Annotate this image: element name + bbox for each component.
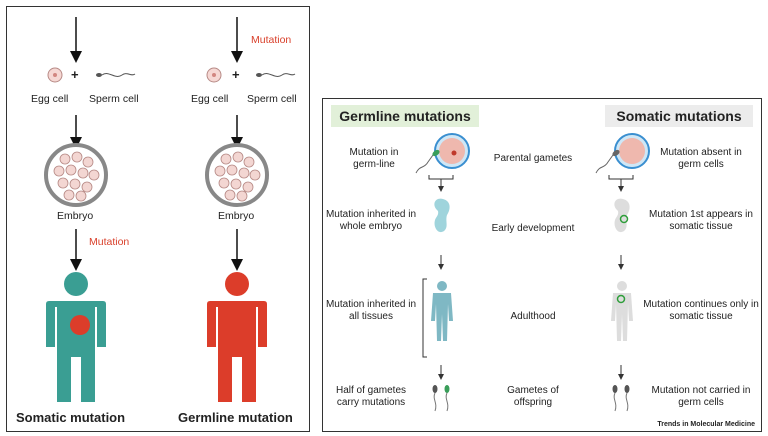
germline-row2-label: Mutation inherited in whole embryo bbox=[325, 209, 417, 232]
embryo-label-germline: Embryo bbox=[218, 210, 255, 222]
egg-cell-label-somatic: Egg cell bbox=[31, 93, 69, 105]
germline-parental-gametes-icon bbox=[415, 133, 470, 174]
sperm-cell-label-somatic: Sperm cell bbox=[89, 93, 139, 105]
egg-cell-label-germline: Egg cell bbox=[191, 93, 229, 105]
stage-row4-label: Gametes of offspring bbox=[507, 385, 559, 408]
somatic-mutation-title: Somatic mutation bbox=[16, 410, 126, 425]
germline-adult-body-icon bbox=[431, 281, 453, 341]
mutation-label-germline: Mutation bbox=[251, 34, 292, 46]
right-panel: Germline mutations Somatic mutations bbox=[322, 98, 762, 432]
embryo-icon-somatic bbox=[44, 143, 108, 207]
somatic-bracket-row1 bbox=[608, 175, 634, 189]
somatic-row1-label: Mutation absent in germ cells bbox=[660, 147, 742, 170]
germline-row1-label: Mutation in germ-line bbox=[349, 147, 399, 170]
germline-offspring-gametes-icon bbox=[432, 385, 450, 412]
germline-mutations-header: Germline mutations bbox=[331, 105, 479, 127]
left-panel: + Egg cell Sperm cell Embryo Mutation So… bbox=[6, 6, 310, 432]
embryo-icon-germline bbox=[205, 143, 269, 207]
somatic-embryo-mutation-spot bbox=[619, 214, 629, 224]
stage-row2-label: Early development bbox=[491, 223, 575, 234]
germline-adult-bracket bbox=[422, 278, 427, 358]
somatic-row2-label: Mutation 1st appears in somatic tissue bbox=[649, 209, 753, 232]
germline-row4-label: Half of gametes carry mutations bbox=[335, 385, 407, 408]
somatic-person-icon bbox=[46, 272, 106, 402]
stage-row1-label: Parental gametes bbox=[493, 153, 573, 164]
somatic-embryo-icon bbox=[614, 198, 630, 233]
somatic-adult-body-icon bbox=[611, 281, 633, 341]
germline-bracket-row1 bbox=[428, 175, 454, 189]
somatic-parental-gametes-icon bbox=[595, 133, 650, 174]
egg-cell-icon-somatic bbox=[47, 67, 63, 83]
sperm-cell-label-germline: Sperm cell bbox=[247, 93, 297, 105]
somatic-adult-mutation-spot bbox=[616, 294, 626, 304]
sperm-cell-icon-germline bbox=[256, 73, 296, 77]
mutation-label-somatic: Mutation bbox=[89, 236, 130, 248]
somatic-row4-label: Mutation not carried in germ cells bbox=[651, 385, 751, 408]
egg-cell-icon-germline bbox=[206, 67, 222, 83]
plus-sign-germline: + bbox=[232, 67, 240, 82]
embryo-label-somatic: Embryo bbox=[57, 210, 94, 222]
left-diagram-graphics bbox=[44, 17, 296, 402]
somatic-mutation-spot bbox=[70, 315, 90, 335]
germline-row3-label: Mutation inherited in all tissues bbox=[325, 299, 417, 322]
germline-person-icon bbox=[207, 272, 267, 402]
stage-row3-label: Adulthood bbox=[510, 311, 556, 322]
plus-sign-somatic: + bbox=[71, 67, 79, 82]
germline-mutation-title: Germline mutation bbox=[178, 410, 293, 425]
somatic-row3-label: Mutation continues only in somatic tissu… bbox=[643, 299, 759, 322]
right-diagram-graphics bbox=[415, 133, 650, 412]
germline-embryo-icon bbox=[434, 198, 450, 233]
somatic-offspring-gametes-icon bbox=[612, 385, 630, 412]
journal-credit: Trends in Molecular Medicine bbox=[657, 421, 755, 428]
sperm-cell-icon-somatic bbox=[96, 73, 136, 77]
somatic-mutations-header: Somatic mutations bbox=[605, 105, 753, 127]
